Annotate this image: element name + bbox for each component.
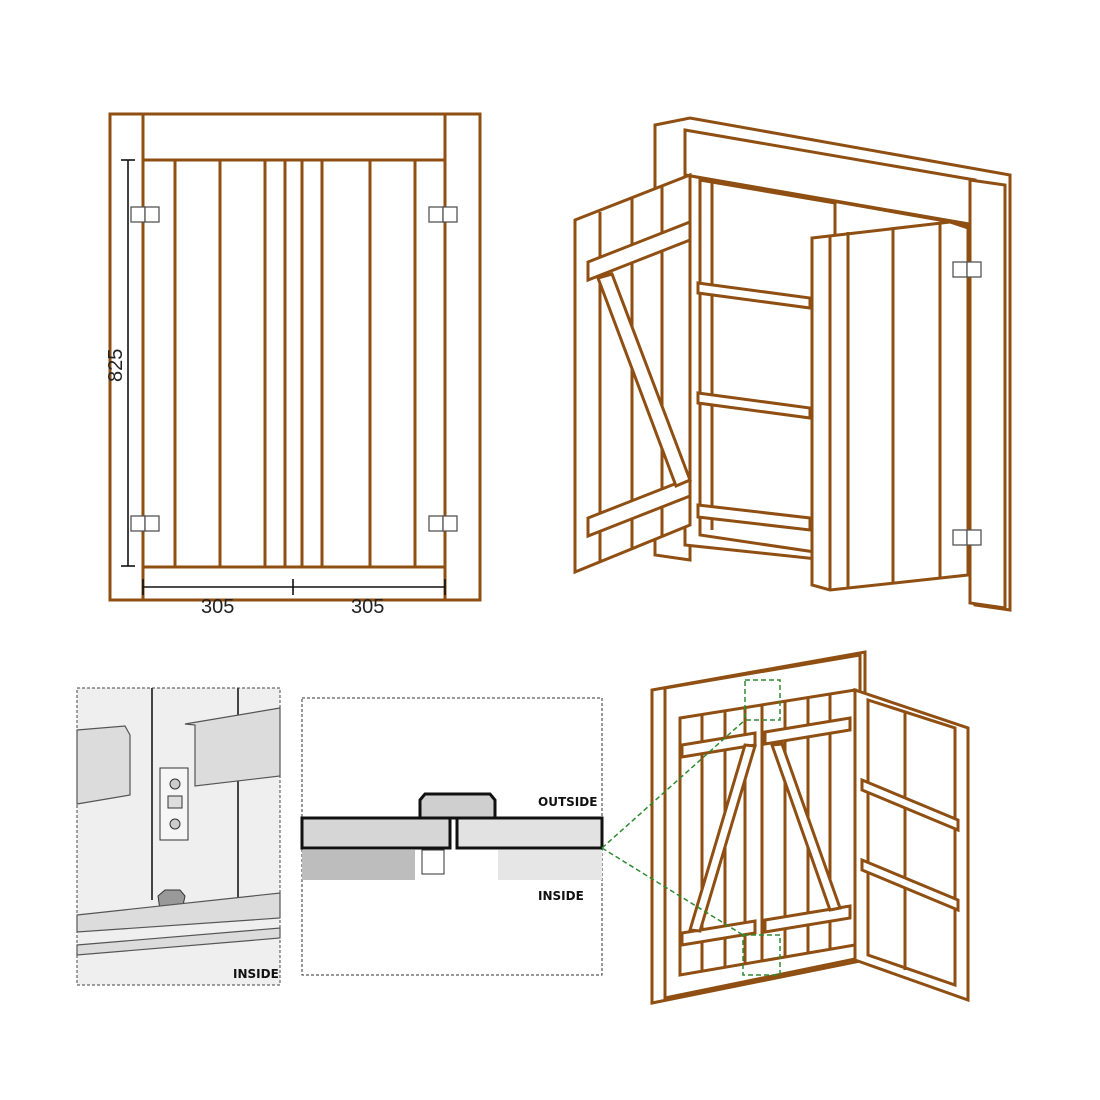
outside-label: OUTSIDE bbox=[538, 795, 597, 809]
perspective-closed-view bbox=[601, 650, 970, 1005]
height-dimension-label: 825 bbox=[105, 349, 127, 382]
width-dimension-line bbox=[142, 579, 446, 595]
height-dimension-line bbox=[121, 159, 135, 567]
panel-boards bbox=[173, 160, 417, 567]
top-header bbox=[141, 112, 447, 162]
section-detail-view: OUTSIDE INSIDE bbox=[300, 697, 604, 976]
detail-marker bbox=[601, 679, 781, 976]
bolt-inside-label: INSIDE bbox=[233, 967, 279, 981]
bolt-detail-view: INSIDE bbox=[76, 687, 281, 986]
width-left-label: 305 bbox=[201, 596, 234, 618]
perspective-open-view bbox=[573, 116, 1012, 612]
hinge-icons bbox=[130, 206, 458, 532]
shutter-panel bbox=[141, 158, 447, 569]
inside-label: INSIDE bbox=[538, 889, 584, 903]
sill bbox=[141, 565, 447, 602]
width-right-label: 305 bbox=[351, 596, 384, 618]
hinge-icons bbox=[952, 261, 982, 546]
front-elevation-view: 825 305 305 bbox=[105, 112, 482, 618]
